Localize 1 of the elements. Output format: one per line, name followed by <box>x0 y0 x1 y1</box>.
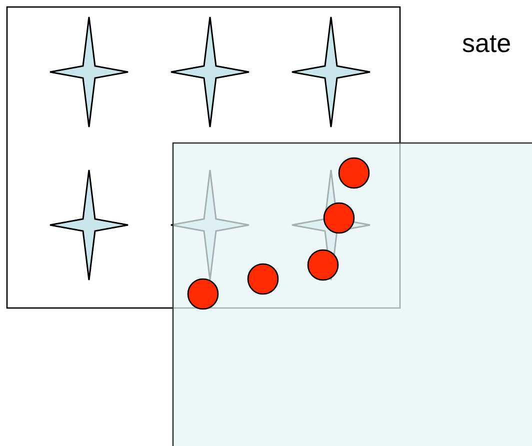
label-text: sate <box>462 28 512 59</box>
